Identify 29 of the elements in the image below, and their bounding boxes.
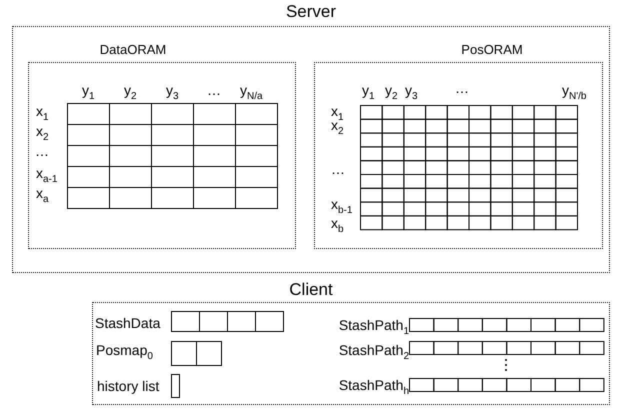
column-header: y$_{1}$: [362, 83, 375, 97]
array-label: StashData: [95, 316, 160, 330]
array-label: Posmap$_{0}$: [96, 343, 153, 357]
row-header: …: [35, 144, 49, 158]
container-title: Client: [289, 281, 333, 298]
column-header: y$_{2}$: [124, 83, 137, 97]
column-header: y$_{N/a}$: [240, 83, 263, 97]
container-title: Server: [286, 3, 336, 20]
row-header: x$_{2}$: [36, 124, 49, 138]
column-header: y$_{2}$: [385, 83, 398, 97]
row-header: x$_{a}$: [36, 186, 49, 200]
column-header: …: [207, 83, 221, 97]
column-header: y$_{N'/b}$: [562, 83, 586, 97]
row-header: x$_{b}$: [331, 216, 344, 230]
array-label: StashPath$_{1}$: [338, 318, 409, 332]
array-label: StashPath$_{h}$: [338, 378, 409, 392]
column-header: y$_{3}$: [405, 83, 418, 97]
column-header: …: [455, 81, 469, 95]
row-header: x$_{a-1}$: [36, 166, 58, 180]
container-title: PosORAM: [461, 43, 523, 56]
array-label: history list: [97, 379, 160, 393]
row-header: x$_{b-1}$: [331, 197, 352, 211]
row-header: …: [331, 162, 345, 176]
row-header: x$_{1}$: [36, 104, 49, 118]
array-label: StashPath$_{2}$: [338, 343, 409, 357]
row-header: x$_{1}$: [331, 104, 344, 118]
column-header: y$_{1}$: [82, 83, 95, 97]
column-header: y$_{3}$: [166, 83, 179, 97]
container-title: DataORAM: [100, 43, 166, 56]
